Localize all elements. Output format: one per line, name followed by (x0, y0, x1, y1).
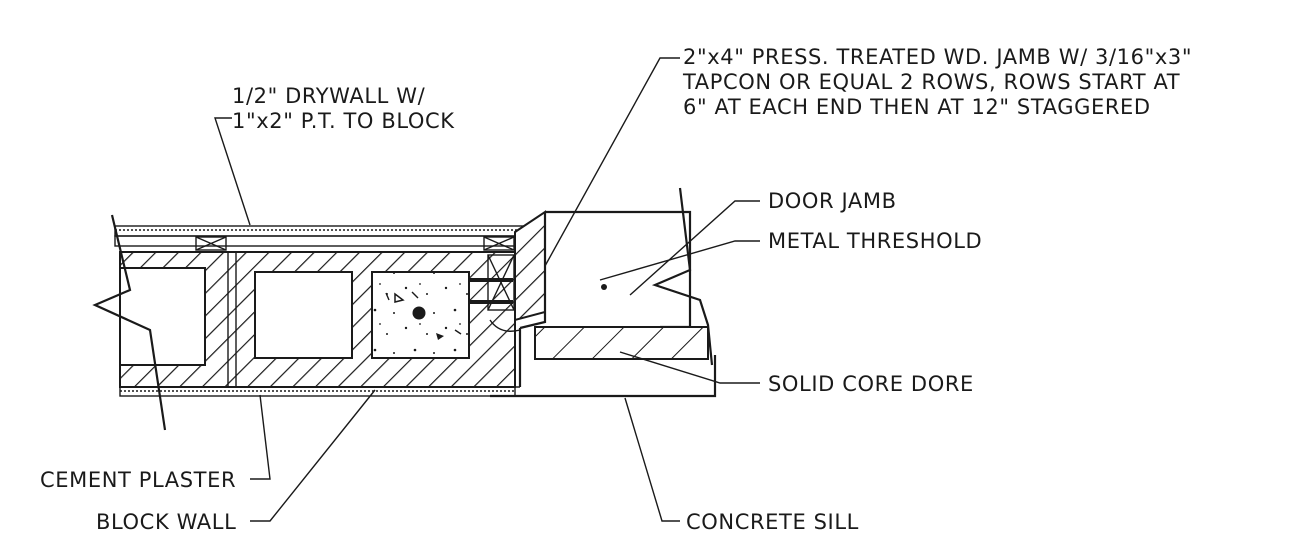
solid-core-door-label: SOLID CORE DORE (768, 372, 974, 396)
furring-strip-left (195, 236, 227, 251)
grout-fill (385, 291, 462, 340)
jamb-note-line3: 6" AT EACH END THEN AT 12" STAGGERED (683, 95, 1151, 119)
jamb-note-line2: TAPCON OR EQUAL 2 ROWS, ROWS START AT (682, 70, 1180, 94)
drywall (114, 225, 546, 247)
furring-strip-right (483, 236, 515, 251)
block-wall-body (119, 251, 516, 388)
solid-core-door (534, 326, 709, 360)
cement-plaster-label: CEMENT PLASTER (40, 468, 236, 492)
metal-threshold-label: METAL THRESHOLD (768, 229, 982, 253)
door-jamb-label: DOOR JAMB (768, 189, 897, 213)
block-wall-label: BLOCK WALL (96, 510, 236, 534)
drywall-label-line2: 1"x2" P.T. TO BLOCK (232, 109, 455, 133)
drywall-label-line1: 1/2" DRYWALL W/ (232, 84, 426, 108)
jamb-note-line1: 2"x4" PRESS. TREATED WD. JAMB W/ 3/16"x3… (683, 45, 1192, 69)
concrete-sill-label: CONCRETE SILL (686, 510, 859, 534)
concrete-sill (490, 328, 717, 398)
break-lines (92, 187, 714, 431)
door-jamb (519, 210, 692, 330)
cement-plaster (119, 386, 516, 397)
leader-lines (214, 57, 760, 522)
